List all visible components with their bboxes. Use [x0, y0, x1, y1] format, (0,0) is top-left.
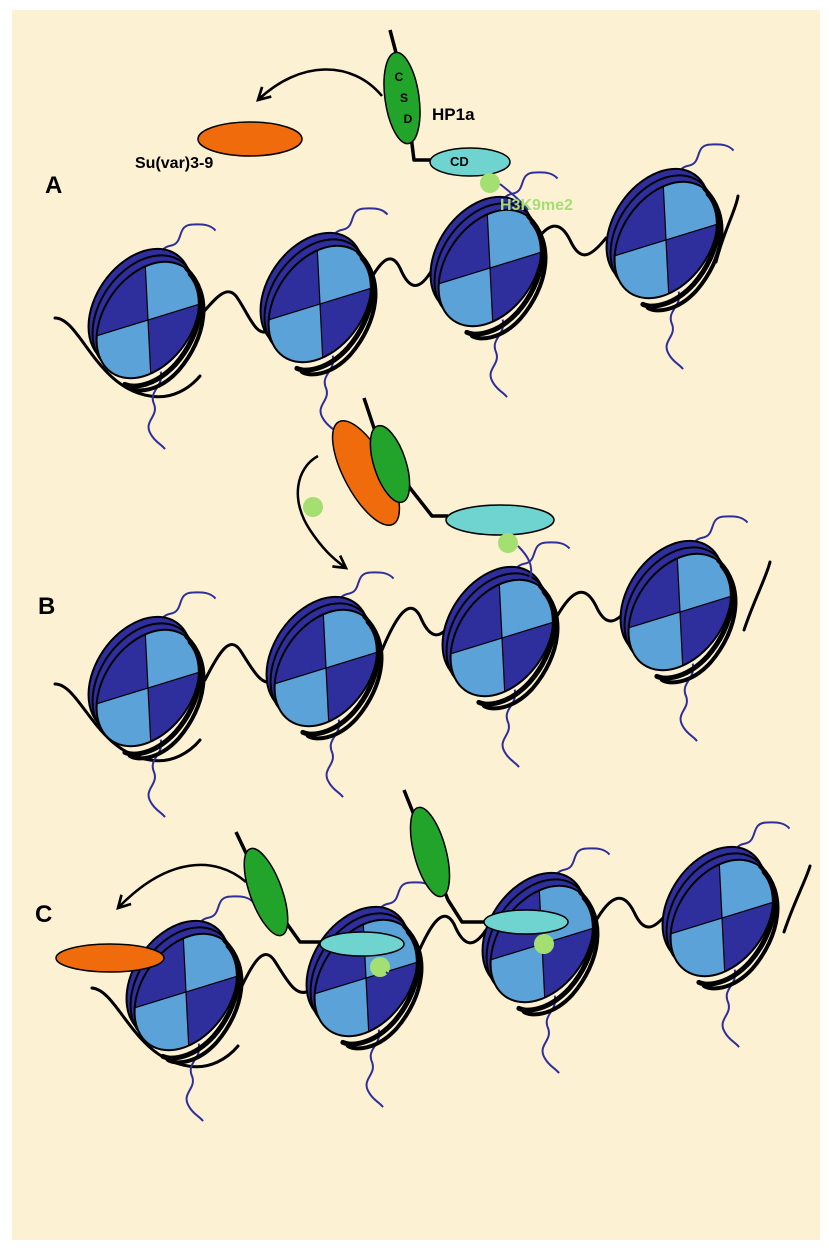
cd-label: CD: [450, 154, 469, 169]
suvar39-protein: [56, 944, 164, 972]
h3k9me2-label: H3K9me2: [500, 197, 573, 214]
csd-letter-s: S: [400, 91, 408, 105]
panel-b-label: B: [38, 593, 55, 620]
chromo-domain: [446, 505, 554, 535]
suvar39-label: Su(var)3-9: [135, 155, 213, 172]
h3k9me2-mark: [498, 533, 518, 553]
chromo-domain: [430, 148, 510, 176]
chromo-domain: [484, 910, 568, 934]
methyl-mark-transferred: [303, 497, 323, 517]
csd-letter-c: C: [395, 70, 404, 84]
hp1a-label: HP1a: [432, 105, 475, 124]
chromo-domain: [320, 932, 404, 956]
h3k9me2-mark: [480, 173, 500, 193]
panel-a-label: A: [45, 172, 62, 199]
h3k9me2-mark: [534, 934, 554, 954]
suvar39-protein: [198, 122, 302, 156]
csd-letter-d: D: [404, 112, 413, 126]
panel-c-label: C: [35, 901, 52, 928]
